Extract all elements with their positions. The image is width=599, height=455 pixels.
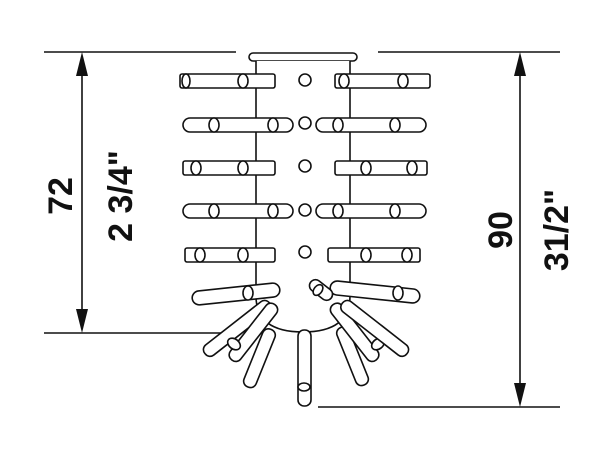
bristle-end [242,285,254,301]
bristle-row-6 [191,278,421,306]
right-bottom-arrowhead [514,383,526,407]
bristle-end [237,160,249,176]
bristle-row-3 [182,160,428,176]
bristle-end [389,203,401,219]
bristle-end [297,382,311,392]
bristle [334,160,428,176]
bristle-end [312,283,324,297]
bristle-row-4 [182,203,427,219]
core-hole [298,245,312,259]
bristle-fan-bottom [202,299,410,407]
extension-lines [44,51,560,408]
bristle [184,247,276,263]
bristle [297,329,312,407]
left-bottom-arrowhead [76,309,88,333]
bristle-end [267,117,279,133]
left-top-arrowhead [76,52,88,76]
bristle-row-5 [184,247,421,263]
bristle-end [406,160,418,176]
bristle-end [397,73,409,89]
bristle-row-1 [179,73,431,89]
brush-head [179,52,431,407]
bristle-end [267,203,279,219]
bristle-end [190,160,202,176]
bristle-row-2 [182,117,427,133]
core-hole [298,203,312,217]
bristle-end [208,203,220,219]
bristle-end [237,73,249,89]
bristle-end [392,285,404,301]
core-hole [298,116,312,130]
bristle-end [401,247,413,263]
bristle [179,73,276,89]
core-holes [298,73,312,259]
bristle [228,302,279,363]
right-top-arrowhead [514,52,526,76]
bristle-end [360,247,372,263]
bristle [327,247,421,263]
bristle-end [194,247,206,263]
core-hole [298,73,312,87]
right-metric-label: 90 [482,211,520,249]
bristle-end [208,117,220,133]
bristle [329,302,380,363]
bristle [335,326,370,387]
brush-top-cap [248,52,358,62]
left-metric-label: 72 [42,177,80,215]
bristle-end [226,337,242,351]
right-dimension: 90 31/2" [482,52,576,407]
bristle-end [389,117,401,133]
bristle-end [332,117,344,133]
bristle-end [338,73,350,89]
bristle-end [360,160,372,176]
left-imperial-label: 2 3/4" [102,150,140,242]
core-hole [298,159,312,173]
bristle-end [237,247,249,263]
bristle [191,282,281,306]
bristle-end [181,73,191,89]
left-dimension: 72 2 3/4" [42,52,140,333]
bristle [242,328,277,389]
bristle-end [332,203,344,219]
bristle [340,299,410,358]
right-imperial-label: 31/2" [538,189,576,271]
bristle [182,160,276,176]
